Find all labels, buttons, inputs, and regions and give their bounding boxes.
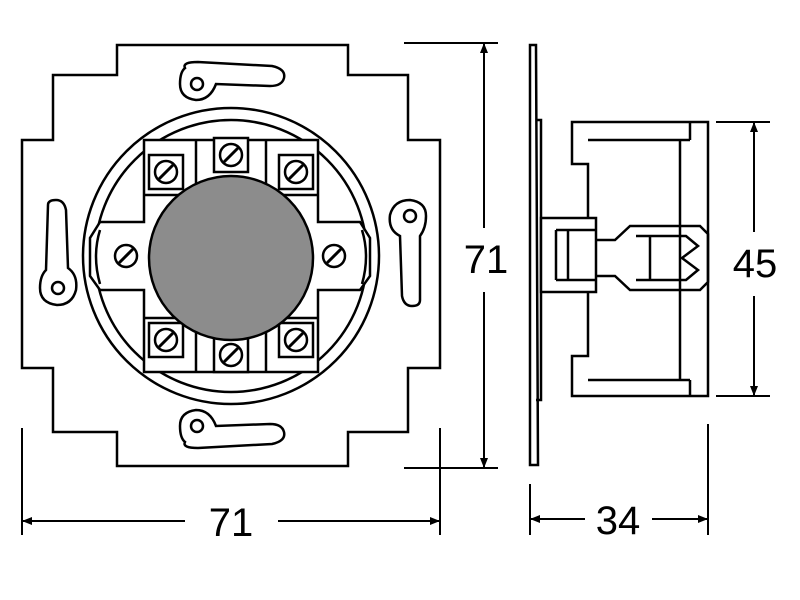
dimension-front-height: 71 [464, 238, 509, 282]
screw-icon [212, 336, 250, 374]
slot-top [178, 60, 286, 102]
slot-left [38, 198, 78, 307]
dimension-side-depth: 34 [596, 499, 641, 543]
screw-icon [277, 321, 315, 359]
screw-icon [212, 136, 250, 174]
side-view [528, 43, 710, 467]
center-knob [147, 174, 315, 342]
slot-right [388, 198, 428, 308]
screw-icon [321, 243, 347, 269]
screw-icon [277, 153, 315, 191]
side-contact [596, 224, 710, 292]
screw-icon [113, 243, 139, 269]
screw-icon [147, 321, 185, 359]
side-housing [570, 120, 710, 398]
side-plate [528, 43, 543, 467]
dimension-side-height: 45 [733, 242, 778, 286]
slot-bottom [178, 408, 286, 450]
dimension-front-width: 71 [209, 501, 254, 545]
dimension-lines [21, 42, 770, 535]
screw-icon [147, 153, 185, 191]
